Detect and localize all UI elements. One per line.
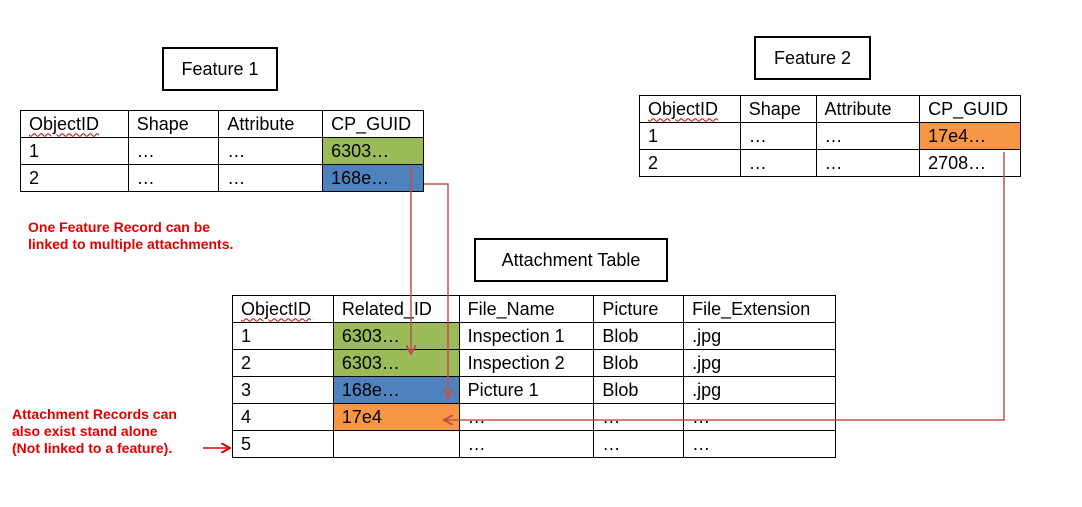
- header-cell: Attribute: [218, 110, 324, 138]
- table-row: 3 168e… Picture 1 Blob .jpg: [232, 376, 836, 404]
- feature2-table: ObjectID Shape Attribute CP_GUID 1 … … 1…: [639, 95, 1021, 177]
- header-cell: Shape: [127, 110, 220, 138]
- header-cell: CP_GUID: [919, 95, 1021, 123]
- table-cell: …: [593, 403, 685, 431]
- table-cell: 1: [232, 322, 334, 350]
- table-cell: 4: [232, 403, 334, 431]
- table-row: 4 17e4 … … …: [232, 403, 836, 431]
- note-standalone-records: Attachment Records can also exist stand …: [12, 406, 177, 457]
- table-cell: …: [683, 403, 836, 431]
- attachment-table-title: Attachment Table: [474, 238, 668, 282]
- table-cell: …: [127, 164, 220, 192]
- table-cell: 2708…: [919, 149, 1021, 177]
- table-cell: .jpg: [683, 322, 836, 350]
- note-line: (Not linked to a feature).: [12, 440, 173, 456]
- table-header-row: ObjectID Shape Attribute CP_GUID: [20, 110, 424, 138]
- table-cell: …: [458, 430, 595, 458]
- table-cell: Blob: [593, 349, 685, 377]
- related-id-cell-green: 6303…: [332, 349, 460, 377]
- table-cell: .jpg: [683, 376, 836, 404]
- guid-cell-orange: 17e4…: [919, 122, 1021, 150]
- table-row: 1 … … 17e4…: [639, 122, 1021, 150]
- table-cell: 3: [232, 376, 334, 404]
- header-cell: Shape: [739, 95, 817, 123]
- table-cell: …: [458, 403, 595, 431]
- table-cell: …: [739, 149, 817, 177]
- header-cell: File_Name: [458, 295, 595, 323]
- table-cell: .jpg: [683, 349, 836, 377]
- table-cell: …: [593, 430, 685, 458]
- table-cell: …: [218, 164, 324, 192]
- table-cell: 2: [232, 349, 334, 377]
- table-cell: 2: [20, 164, 129, 192]
- note-line: linked to multiple attachments.: [28, 236, 234, 252]
- header-cell: File_Extension: [683, 295, 836, 323]
- table-cell: …: [815, 149, 921, 177]
- table-cell: Blob: [593, 322, 685, 350]
- header-cell: ObjectID: [639, 95, 741, 123]
- table-cell: 2: [639, 149, 741, 177]
- note-line: Attachment Records can: [12, 406, 177, 422]
- related-id-cell-empty: [332, 430, 460, 458]
- note-multiple-attachments: One Feature Record can be linked to mult…: [28, 219, 233, 253]
- header-cell: ObjectID: [20, 110, 129, 138]
- header-cell: Picture: [593, 295, 685, 323]
- header-cell: Attribute: [815, 95, 921, 123]
- table-cell: …: [739, 122, 817, 150]
- header-cell: Related_ID: [332, 295, 460, 323]
- related-id-cell-blue: 168e…: [332, 376, 460, 404]
- table-cell: …: [683, 430, 836, 458]
- note-line: also exist stand alone: [12, 423, 158, 439]
- table-cell: Blob: [593, 376, 685, 404]
- table-row: 2 6303… Inspection 2 Blob .jpg: [232, 349, 836, 377]
- table-row: 5 … … …: [232, 430, 836, 458]
- table-row: 1 … … 6303…: [20, 137, 424, 165]
- guid-cell-green: 6303…: [322, 137, 424, 165]
- table-cell: 1: [639, 122, 741, 150]
- attachment-table: ObjectID Related_ID File_Name Picture Fi…: [232, 295, 836, 458]
- related-id-cell-green: 6303…: [332, 322, 460, 350]
- table-row: 1 6303… Inspection 1 Blob .jpg: [232, 322, 836, 350]
- table-cell: 5: [232, 430, 334, 458]
- header-cell: ObjectID: [232, 295, 334, 323]
- table-cell: 1: [20, 137, 129, 165]
- table-cell: Inspection 2: [458, 349, 595, 377]
- feature2-title: Feature 2: [754, 36, 871, 80]
- table-row: 2 … … 168e…: [20, 164, 424, 192]
- table-header-row: ObjectID Shape Attribute CP_GUID: [639, 95, 1021, 123]
- table-header-row: ObjectID Related_ID File_Name Picture Fi…: [232, 295, 836, 323]
- table-cell: …: [218, 137, 324, 165]
- feature1-title: Feature 1: [162, 47, 278, 91]
- table-cell: Inspection 1: [458, 322, 595, 350]
- note-line: One Feature Record can be: [28, 219, 211, 235]
- feature1-table: ObjectID Shape Attribute CP_GUID 1 … … 6…: [20, 110, 424, 192]
- table-cell: …: [815, 122, 921, 150]
- table-cell: …: [127, 137, 220, 165]
- table-cell: Picture 1: [458, 376, 595, 404]
- related-id-cell-orange: 17e4: [332, 403, 460, 431]
- table-row: 2 … … 2708…: [639, 149, 1021, 177]
- guid-cell-blue: 168e…: [322, 164, 424, 192]
- header-cell: CP_GUID: [322, 110, 424, 138]
